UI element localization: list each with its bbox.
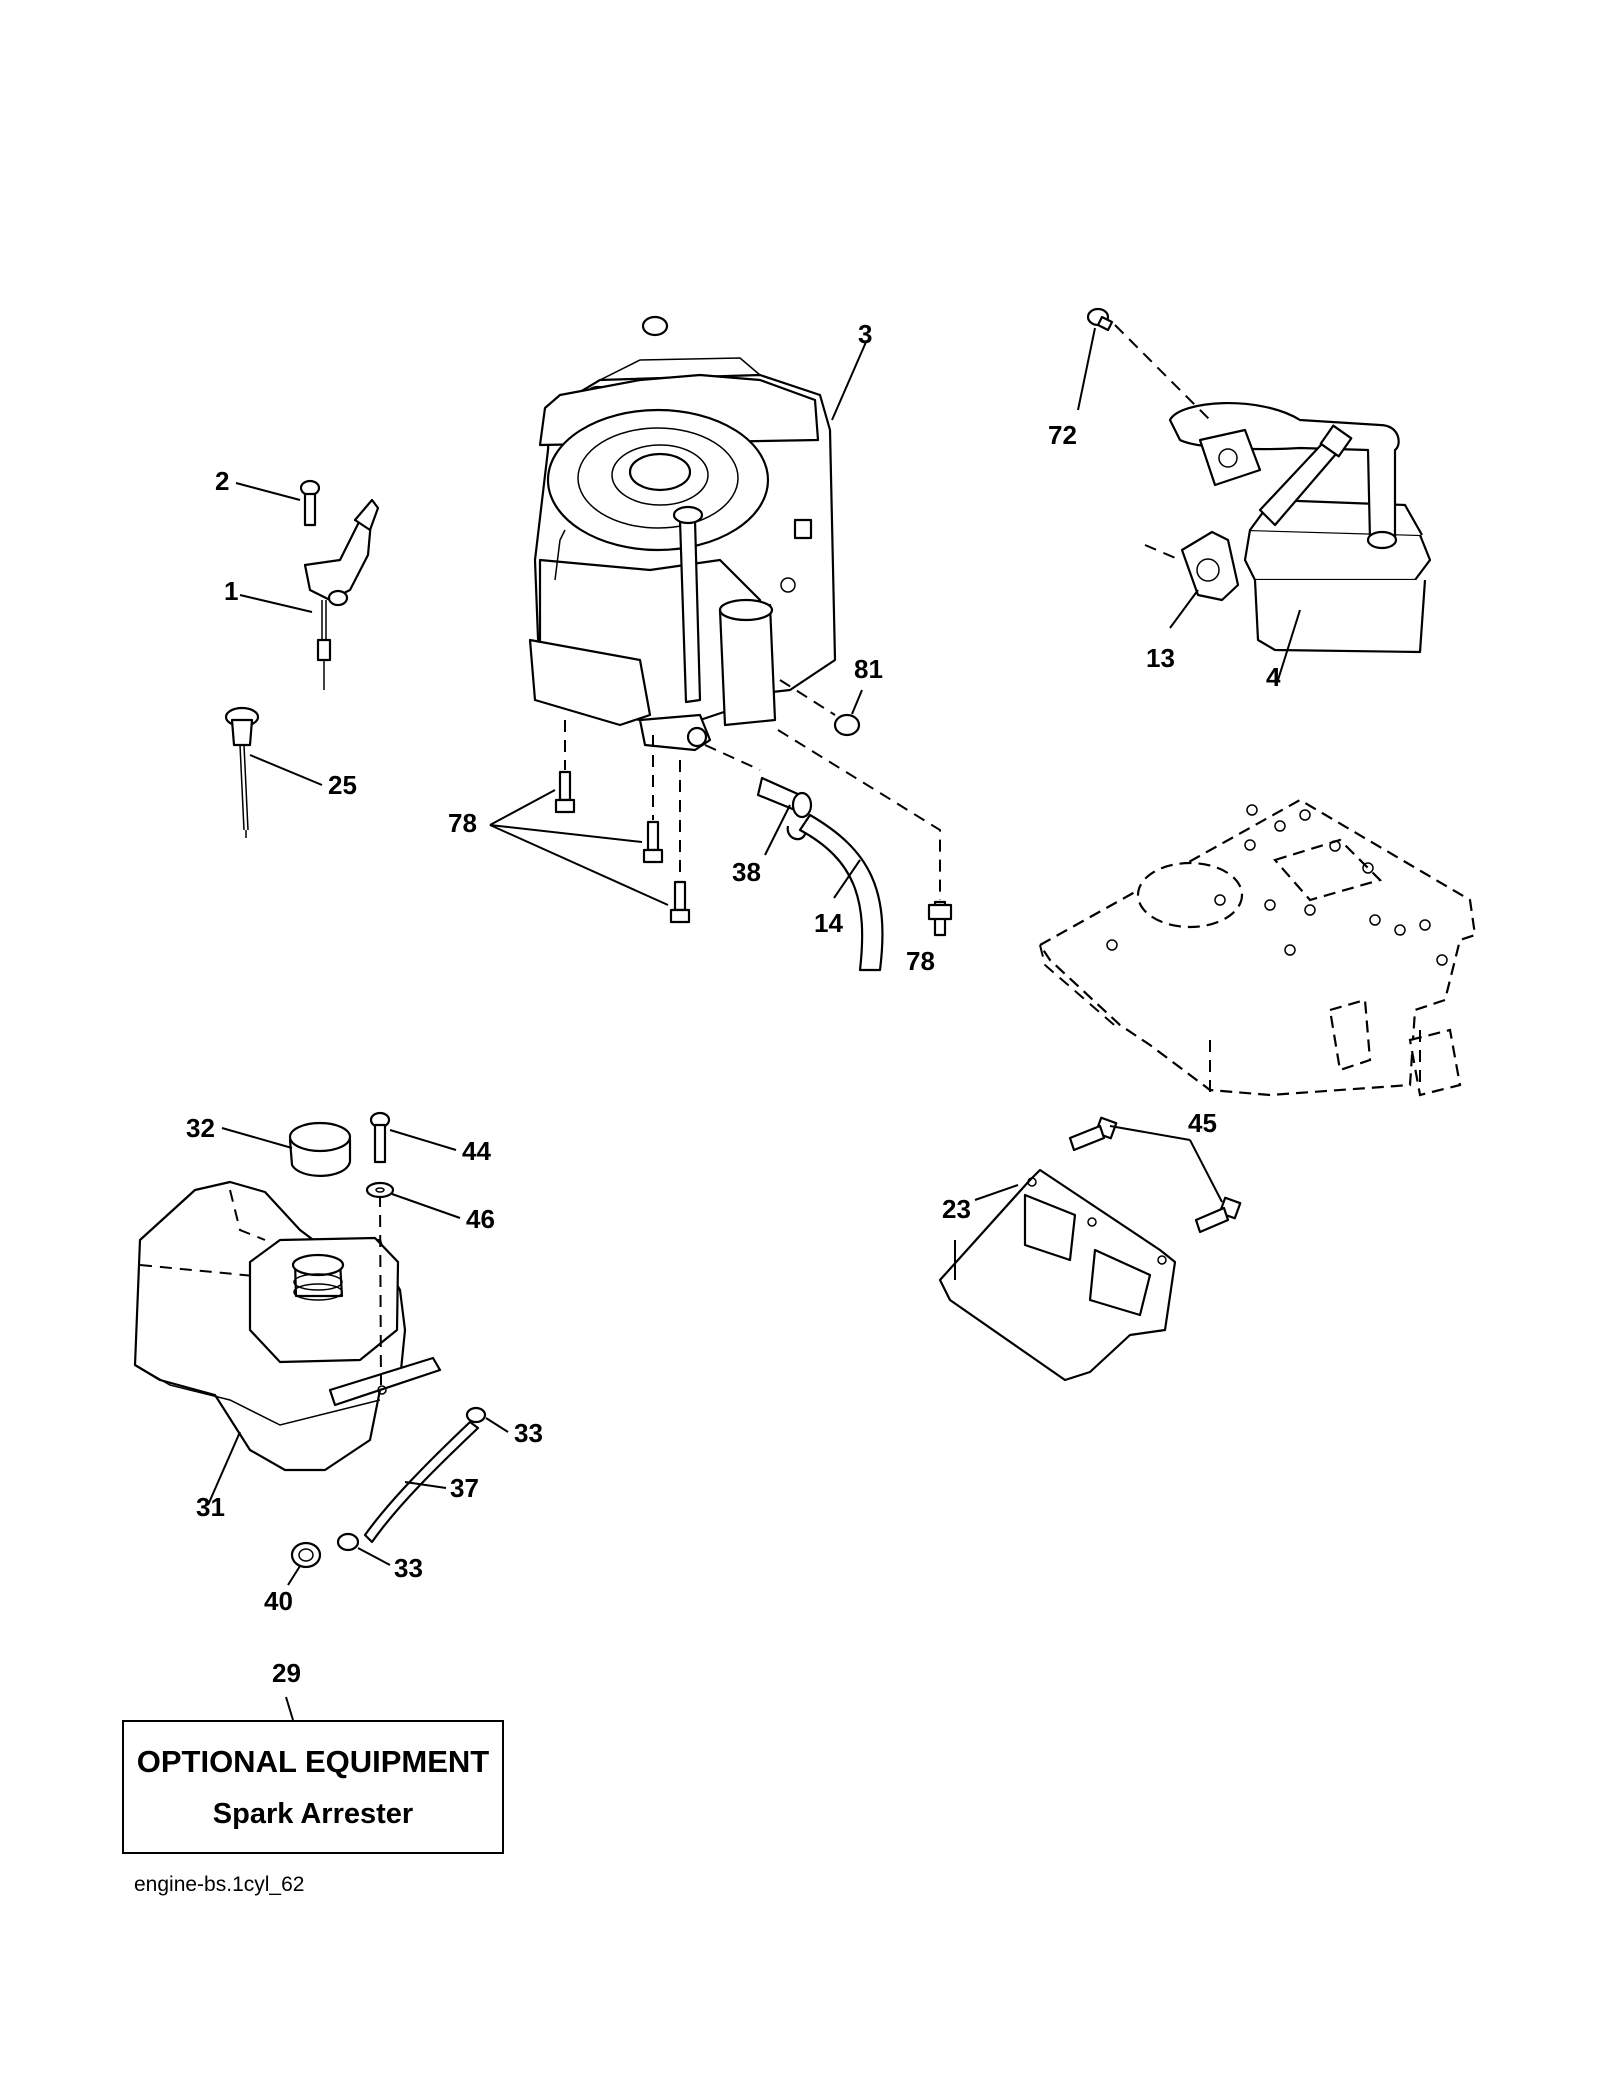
callout-33-upper: 33 [514,1418,543,1448]
callout-81: 81 [854,654,883,684]
callout-46: 46 [466,1204,495,1234]
callout-33-lower: 33 [394,1553,423,1583]
washer-46 [365,1181,395,1199]
callout-44: 44 [462,1136,491,1166]
callout-40: 40 [264,1586,293,1616]
choke-knob-25 [224,706,260,838]
callout-4: 4 [1266,662,1281,692]
grommet-40 [290,1541,322,1569]
spark-arrester-label: Spark Arrester [212,1798,414,1830]
callout-2: 2 [215,466,229,496]
throttle-control-1 [303,498,380,690]
callout-72: 72 [1048,420,1077,450]
screw-44 [369,1111,391,1386]
callout-25: 25 [328,770,357,800]
optional-equipment-title: OPTIONAL EQUIPMENT [136,1744,490,1779]
callout-45: 45 [1188,1108,1217,1138]
callout-23: 23 [942,1194,971,1224]
gasket-13 [1144,530,1240,602]
fuel-hose-14 [798,813,884,972]
callout-29: 29 [272,1658,301,1688]
figure-id: engine-bs.1cyl_62 [134,1873,305,1896]
fuel-cap-32 [288,1121,352,1177]
callout-3: 3 [858,319,872,349]
chassis-plate [1038,798,1477,1100]
muffler-4 [1168,401,1432,654]
fuel-filter-38 [704,744,813,841]
callout-14: 14 [814,908,843,938]
callout-31: 31 [196,1492,225,1522]
callout-78-right: 78 [906,946,935,976]
callout-1: 1 [224,576,238,606]
callout-78-left: 78 [448,808,477,838]
optional-equipment-box: OPTIONAL EQUIPMENT Spark Arrester [122,1720,504,1854]
clamp-33-upper [465,1406,487,1424]
fuel-line-37 [363,1420,480,1544]
engine-part-3 [528,315,837,752]
bolt-72 [1086,307,1211,421]
callout-37: 37 [450,1473,479,1503]
callout-32: 32 [186,1113,215,1143]
fuel-tank-31 [133,1180,442,1472]
callout-13: 13 [1146,643,1175,673]
bolt-45 [1068,1116,1242,1234]
shield-23 [938,1168,1177,1382]
callout-38: 38 [732,857,761,887]
screw-2 [299,479,321,527]
clamp-33-lower [336,1532,360,1552]
bolt-78-group [554,720,691,924]
